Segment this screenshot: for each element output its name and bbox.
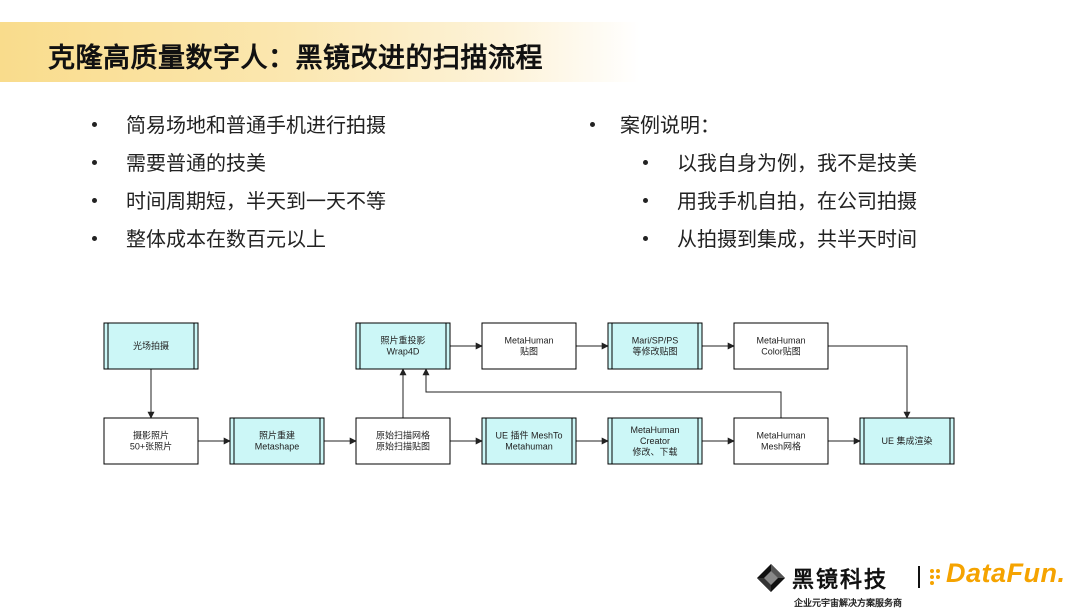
bullet-dot-icon bbox=[643, 236, 648, 241]
company-name: 黑镜科技 bbox=[792, 568, 889, 593]
flow-edge-mh-mesh-to-photo-relight bbox=[422, 368, 782, 418]
node-label: Wrap4D bbox=[387, 347, 420, 357]
node-box bbox=[733, 322, 829, 370]
bullet-dot-icon bbox=[92, 160, 97, 165]
node-label: Creator bbox=[640, 436, 670, 446]
node-label: 照片重建 bbox=[259, 430, 295, 441]
flow-node-light-shoot: 光场拍摄 bbox=[103, 322, 199, 370]
bullet-dot-icon bbox=[643, 160, 648, 165]
flow-nodes: 光场拍摄照片重投影Wrap4DMetaHuman贴图Mari/SP/PS等修改贴… bbox=[103, 322, 955, 465]
node-box bbox=[103, 322, 199, 370]
partner-logo-text: DataFun. bbox=[946, 558, 1066, 588]
bullet-text: 用我手机自拍，在公司拍摄 bbox=[677, 189, 917, 213]
page-title: 克隆高质量数字人：黑镜改进的扫描流程 bbox=[48, 43, 543, 74]
node-label: UE 集成渲染 bbox=[881, 435, 932, 446]
bullet-text: 简易场地和普通手机进行拍摄 bbox=[126, 113, 386, 137]
flow-edges bbox=[147, 342, 911, 445]
title-band bbox=[0, 22, 640, 82]
node-label: 照片重投影 bbox=[380, 335, 425, 346]
footer-logo: 黑镜科技 DataFun. 企业元宇宙解决方案服务商 bbox=[756, 558, 1066, 609]
bullet-dot-icon bbox=[92, 122, 97, 127]
node-label: Color贴图 bbox=[761, 346, 801, 357]
node-label: MetaHuman bbox=[756, 336, 805, 346]
bullet-dot-icon bbox=[590, 122, 595, 127]
node-label: Mesh网格 bbox=[761, 441, 801, 452]
datafun-dots-icon bbox=[930, 569, 940, 585]
bullet-dot-icon bbox=[92, 198, 97, 203]
bullet-text: 整体成本在数百元以上 bbox=[126, 227, 326, 251]
node-box bbox=[859, 417, 955, 465]
node-box bbox=[733, 417, 829, 465]
node-box bbox=[607, 417, 703, 465]
bullet-text: 需要普通的技美 bbox=[126, 151, 266, 175]
node-label: MetaHuman bbox=[504, 336, 553, 346]
node-box bbox=[481, 322, 577, 370]
logo-divider bbox=[918, 566, 920, 588]
node-label: 50+张照片 bbox=[130, 441, 172, 452]
node-label: MetaHuman bbox=[756, 431, 805, 441]
case-heading-text: 案例说明： bbox=[620, 113, 720, 137]
node-label: 摄影照片 bbox=[133, 430, 169, 441]
node-label: 原始扫描贴图 bbox=[376, 441, 430, 452]
node-label: Metahuman bbox=[505, 442, 553, 452]
node-label: Mari/SP/PS bbox=[632, 336, 679, 346]
bullet-dot-icon bbox=[643, 198, 648, 203]
node-box bbox=[103, 417, 199, 465]
node-box bbox=[607, 322, 703, 370]
node-label: 等修改贴图 bbox=[632, 346, 677, 357]
node-label: 原始扫描网格 bbox=[376, 430, 430, 441]
node-box bbox=[355, 322, 451, 370]
bullet-text: 从拍摄到集成，共半天时间 bbox=[677, 227, 917, 251]
heijing-diamond-icon bbox=[757, 564, 785, 592]
bullet-text: 以我自身为例，我不是技美 bbox=[677, 151, 917, 175]
node-label: MetaHuman bbox=[630, 425, 679, 435]
node-label: 光场拍摄 bbox=[133, 340, 169, 351]
node-box bbox=[481, 417, 577, 465]
node-label: 修改、下载 bbox=[632, 446, 677, 457]
node-label: UE 插件 MeshTo bbox=[495, 430, 562, 441]
node-box bbox=[355, 417, 451, 465]
flow-edge-mh-color-to-ue-render bbox=[828, 345, 911, 419]
node-label: Metashape bbox=[255, 442, 300, 452]
bullet-text: 时间周期短，半天到一天不等 bbox=[126, 189, 386, 213]
node-label: 贴图 bbox=[520, 346, 538, 357]
bullet-dot-icon bbox=[92, 236, 97, 241]
company-tagline: 企业元宇宙解决方案服务商 bbox=[794, 599, 903, 609]
flow-node-ue-render: UE 集成渲染 bbox=[859, 417, 955, 465]
node-box bbox=[229, 417, 325, 465]
